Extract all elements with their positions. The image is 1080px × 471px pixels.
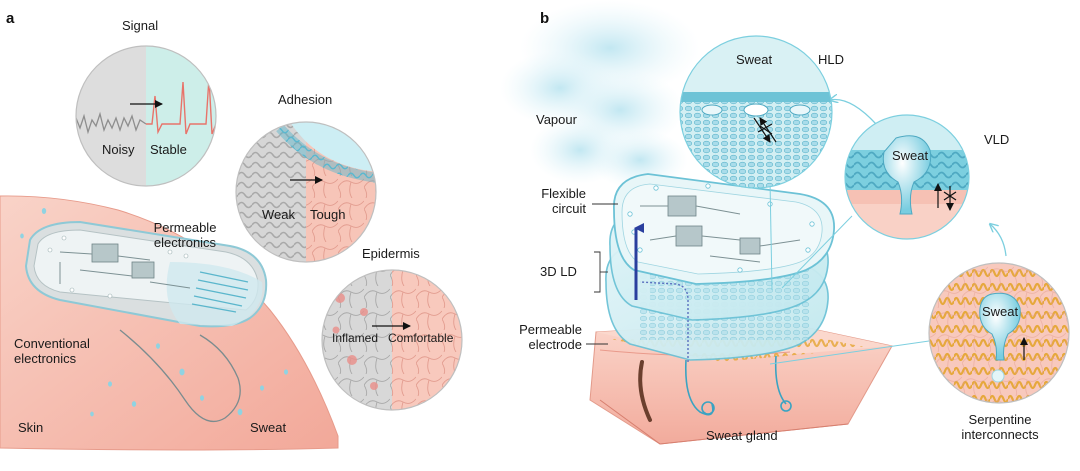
vld-arrows xyxy=(934,183,957,211)
adhesion-tough-label: Tough xyxy=(310,207,346,222)
conventional-electronics-line2: electronics xyxy=(14,351,77,366)
sweat-gland-label: Sweat gland xyxy=(706,428,778,443)
panel-b xyxy=(500,0,1070,445)
signal-noisy-label: Noisy xyxy=(102,142,135,157)
flexible-circuit-label: Flexible circuit xyxy=(520,186,586,216)
hld-sweat-label: Sweat xyxy=(736,52,773,67)
sweat-label: Sweat xyxy=(250,420,287,435)
permeable-electronics-line2: electronics xyxy=(153,235,217,250)
vld-bubble xyxy=(844,114,970,240)
conventional-electronics-line1: Conventional xyxy=(14,336,90,351)
hair-follicle xyxy=(638,360,652,422)
adhesion-bubble xyxy=(235,121,377,263)
permeable-electronics-line1: Permeable xyxy=(153,220,217,235)
vapour-cloud xyxy=(500,0,700,190)
flexible-circuit-line2: circuit xyxy=(552,201,586,216)
sweat-path-dotted xyxy=(639,281,689,362)
conventional-electronics-label: Conventional electronics xyxy=(14,336,90,366)
panel-b-letter: b xyxy=(540,10,550,27)
permeable-patch xyxy=(24,220,268,328)
serpentine-interconnects-line1: Serpentine xyxy=(968,412,1032,427)
panel-a xyxy=(0,45,463,451)
hld-label: HLD xyxy=(818,52,845,67)
serpentine-sweat-label: Sweat xyxy=(982,304,1019,319)
adhesion-title: Adhesion xyxy=(278,92,333,107)
permeable-electrode-label: Permeable electrode xyxy=(500,322,582,352)
serpentine-interconnects-label: Serpentine interconnects xyxy=(950,412,1050,442)
skin-label: Skin xyxy=(18,420,44,435)
permeable-electrode-line1: Permeable xyxy=(519,322,582,337)
signal-bubble xyxy=(75,45,217,187)
noisy-signal-trace xyxy=(76,111,147,135)
permeable-electrode-line2: electrode xyxy=(528,337,582,352)
hld-to-vld-arrow xyxy=(830,100,877,125)
epidermis-inflamed-label: Inflamed xyxy=(332,331,379,345)
hld-arrows xyxy=(753,117,777,143)
layer-top-circuit xyxy=(613,173,835,285)
epidermis-title: Epidermis xyxy=(362,246,420,261)
3d-ld-label: 3D LD xyxy=(540,264,577,279)
vld-label: VLD xyxy=(984,132,1010,147)
epidermis-comfortable-label: Comfortable xyxy=(388,331,454,345)
panel-a-letter: a xyxy=(6,10,15,27)
flexible-circuit-line1: Flexible xyxy=(541,186,586,201)
serpentine-bubble xyxy=(928,262,1070,404)
signal-title: Signal xyxy=(122,18,159,33)
vld-sweat-label: Sweat xyxy=(892,148,929,163)
panel-b-leaders xyxy=(586,203,618,345)
conventional-sheet-outline xyxy=(119,329,241,423)
adhesion-weak-label: Weak xyxy=(262,207,295,222)
callout-connectors xyxy=(769,179,937,365)
serp-to-vld-arrow xyxy=(990,224,1007,257)
permeable-electronics-label: Permeable electronics xyxy=(140,220,230,250)
serpentine-interconnects-line2: interconnects xyxy=(961,427,1039,442)
signal-stable-label: Stable xyxy=(150,142,187,157)
vapour-label: Vapour xyxy=(536,112,577,127)
